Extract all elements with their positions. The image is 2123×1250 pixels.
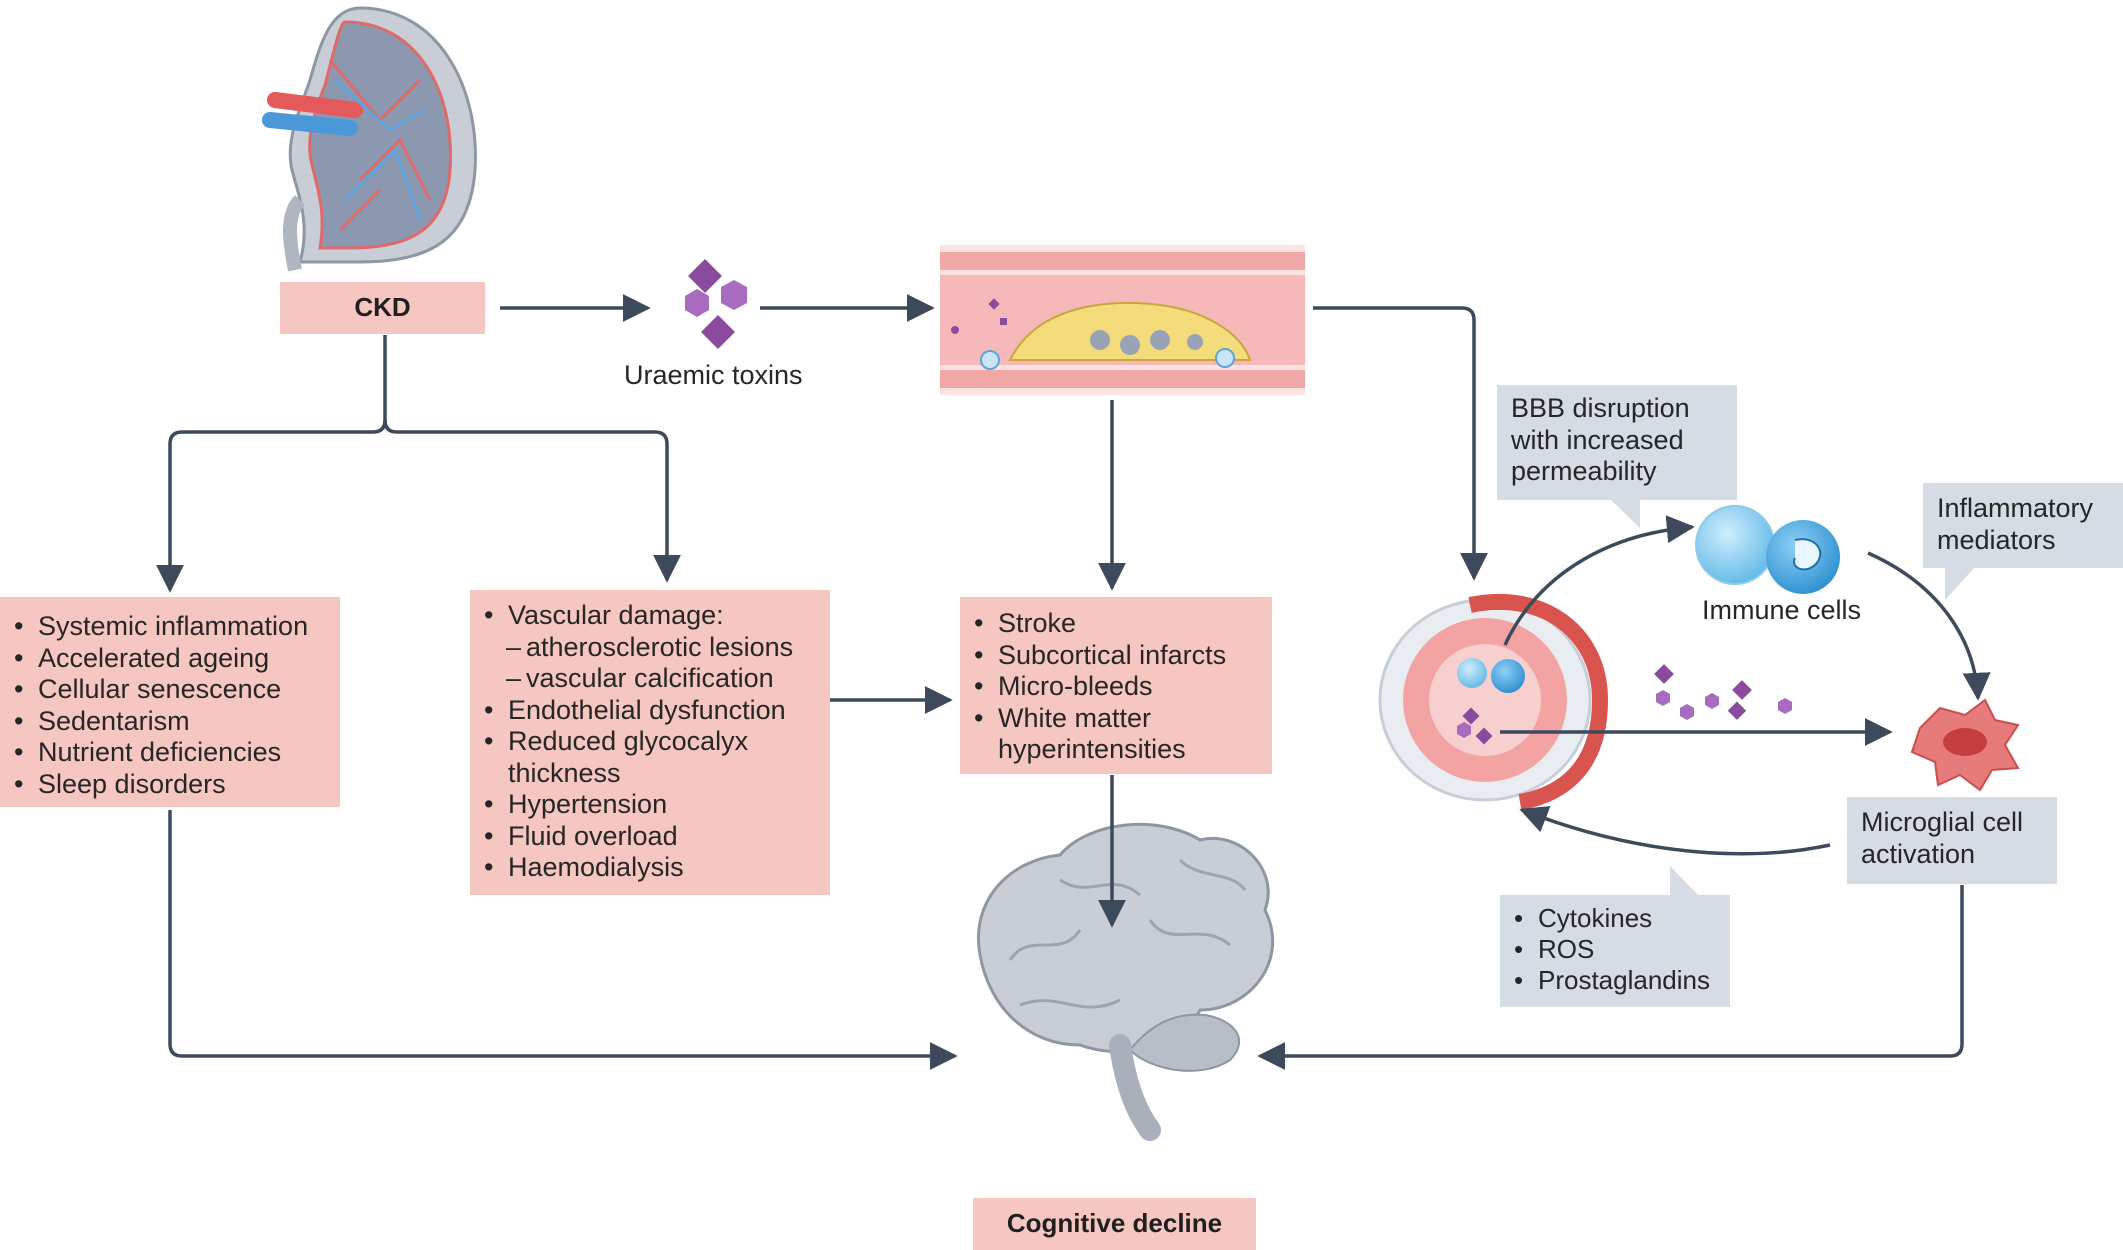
bbb-disruption-callout: BBB disruption with increased permeabili… <box>1497 385 1737 500</box>
brain-icon <box>977 822 1275 1141</box>
cognitive-decline-title: Cognitive decline <box>1006 1208 1223 1238</box>
list-item: Cellular senescence <box>14 674 340 706</box>
list-item: Reduced glycocalyx <box>484 726 830 758</box>
vascular-damage-box: Vascular damage: atherosclerotic lesions… <box>470 590 830 895</box>
cerebrovascular-box: Stroke Subcortical infarcts Micro-bleeds… <box>960 597 1272 774</box>
systemic-factors-list: Systemic inflammation Accelerated ageing… <box>0 597 340 800</box>
kidney-icon <box>262 6 477 272</box>
cognitive-decline-box: Cognitive decline <box>973 1198 1256 1250</box>
cytokines-list: Cytokines ROS Prostaglandins <box>1500 895 1730 996</box>
ckd-title: CKD <box>354 292 411 322</box>
list-item: Sedentarism <box>14 706 340 738</box>
bbb-line: with increased <box>1511 424 1684 455</box>
list-item: Cytokines <box>1514 903 1730 934</box>
bbb-line: permeability <box>1511 456 1657 486</box>
list-item: Endothelial dysfunction <box>484 695 830 727</box>
diffusing-toxins-icon <box>1654 664 1792 720</box>
uraemic-toxins-icon <box>685 259 747 349</box>
immune-cells-label: Immune cells <box>1702 595 1862 625</box>
microglial-cell-icon <box>1910 698 2020 792</box>
systemic-factors-box: Systemic inflammation Accelerated ageing… <box>0 597 340 807</box>
list-item: Haemodialysis <box>484 852 830 884</box>
connector-lines <box>156 294 1991 1070</box>
list-item: Subcortical infarcts <box>974 640 1272 672</box>
list-item-continuation: hyperintensities <box>998 734 1186 764</box>
microglia-line: Microglial cell <box>1861 807 2024 837</box>
list-item: ROS <box>1514 934 1730 965</box>
list-item-continuation: thickness <box>508 757 621 788</box>
list-item: Nutrient deficiencies <box>14 737 340 769</box>
immune-cells-icon <box>1695 505 1840 594</box>
list-item: Hypertension <box>484 789 830 821</box>
inflam-line: mediators <box>1937 524 2056 555</box>
microglia-line: activation <box>1861 838 1976 869</box>
list-item: White matter <box>974 703 1272 735</box>
list-item: Stroke <box>974 608 1272 640</box>
list-item: Systemic inflammation <box>14 611 340 643</box>
microglial-activation-callout: Microglial cell activation <box>1847 797 2057 884</box>
ckd-box: CKD <box>280 282 485 334</box>
list-item: Micro-bleeds <box>974 671 1272 703</box>
bbb-line: BBB disruption <box>1511 393 1690 423</box>
cytokines-callout: Cytokines ROS Prostaglandins <box>1500 895 1730 1007</box>
blood-vessel-plaque-icon <box>940 245 1305 395</box>
list-subitem: atherosclerotic lesions <box>484 632 830 664</box>
inflam-line: Inflammatory <box>1937 493 2094 523</box>
list-item: Prostaglandins <box>1514 965 1730 996</box>
list-item: Sleep disorders <box>14 769 340 801</box>
list-item: Fluid overload <box>484 821 830 853</box>
list-item: Vascular damage: <box>484 600 830 632</box>
uraemic-toxins-label: Uraemic toxins <box>624 360 803 390</box>
inflammatory-mediators-callout: Inflammatory mediators <box>1923 483 2123 568</box>
cerebrovascular-list: Stroke Subcortical infarcts Micro-bleeds… <box>960 597 1272 766</box>
vascular-damage-list: Vascular damage: atherosclerotic lesions… <box>470 590 830 884</box>
vessel-cross-section-icon <box>1378 593 1609 810</box>
list-subitem: vascular calcification <box>484 663 830 695</box>
list-item: Accelerated ageing <box>14 643 340 675</box>
